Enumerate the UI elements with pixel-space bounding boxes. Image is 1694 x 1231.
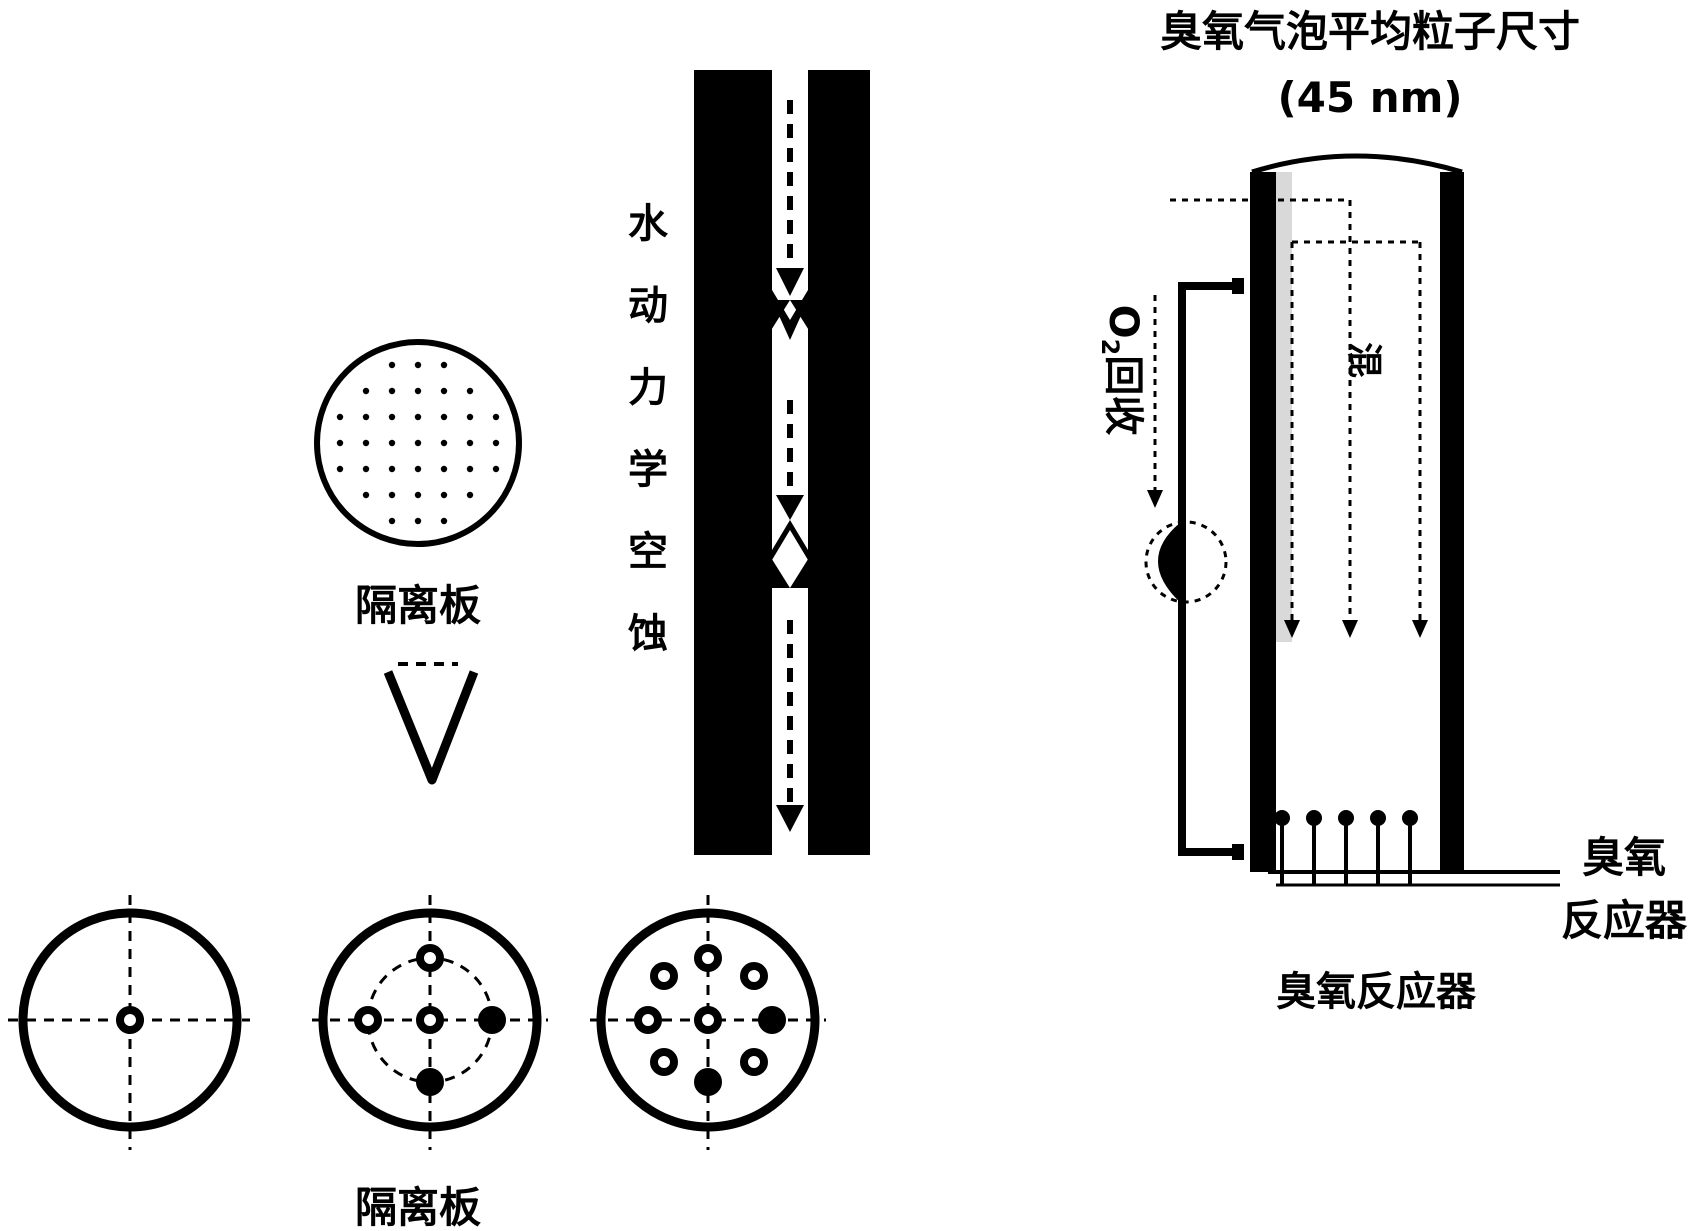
- plate-label-top: 隔离板: [355, 581, 481, 630]
- plate-dot: [414, 413, 422, 421]
- reactor-caption: 臭氧反应器: [1276, 969, 1477, 1015]
- o2-recovery-label: O2回收: [1096, 305, 1146, 436]
- reactor-side-label-1: 臭氧: [1582, 833, 1666, 882]
- plate-dot: [466, 413, 474, 421]
- plate-dot: [466, 491, 474, 499]
- cavitation-char: 学: [628, 447, 668, 493]
- plate-dot: [440, 517, 448, 525]
- plate-dot: [336, 439, 344, 447]
- plate-dot: [466, 465, 474, 473]
- plate-variant-five: [312, 895, 548, 1150]
- bubble-size-title: 臭氧气泡平均粒子尺寸: [1160, 7, 1580, 56]
- plate-dot: [492, 439, 500, 447]
- plate-dot: [440, 361, 448, 369]
- plate-dot-grid: [336, 361, 500, 525]
- plate-dot: [492, 413, 500, 421]
- plate-dot: [388, 387, 396, 395]
- plate-dot: [440, 413, 448, 421]
- plate-dot: [362, 413, 370, 421]
- diffuser-head: [1274, 810, 1290, 826]
- plate-funnel-icon: [383, 662, 479, 785]
- plate-label-bottom: 隔离板: [355, 1183, 481, 1231]
- cavitation-char: 空: [628, 529, 668, 575]
- bubble-size-value: (45 nm): [1277, 73, 1462, 122]
- cavitation-char: 动: [628, 283, 668, 329]
- plate-dot: [388, 465, 396, 473]
- plate-dot: [414, 361, 422, 369]
- plate-dot: [440, 491, 448, 499]
- reactor-inner-label: 混: [1343, 342, 1384, 378]
- cavitation-char: 力: [628, 365, 668, 411]
- plate-dot: [362, 439, 370, 447]
- cavitation-pipe: [694, 70, 870, 855]
- diffuser-head: [1370, 810, 1386, 826]
- diffuser-head: [1306, 810, 1322, 826]
- ozone-reactor: [1144, 153, 1560, 887]
- gas-diffusers: [1274, 810, 1418, 885]
- plate-dot: [388, 439, 396, 447]
- cavitation-label: 水 动 力 学 空 蚀: [626, 204, 670, 696]
- plate-variant-single: [8, 895, 250, 1150]
- plate-dot: [362, 387, 370, 395]
- plate-dot: [336, 413, 344, 421]
- plate-dot: [440, 387, 448, 395]
- plate-dot: [414, 387, 422, 395]
- reactor-side-label-2: 反应器: [1561, 896, 1688, 945]
- plate-dot: [414, 491, 422, 499]
- plate-dot: [362, 465, 370, 473]
- plate-dot: [414, 439, 422, 447]
- perforated-plate: [314, 339, 522, 547]
- plate-dot: [492, 465, 500, 473]
- plate-dot: [440, 465, 448, 473]
- plate-variant-nine: [590, 895, 826, 1150]
- plate-dot: [466, 387, 474, 395]
- cavitation-char: 水: [628, 201, 668, 247]
- plate-dot: [440, 439, 448, 447]
- diffuser-head: [1402, 810, 1418, 826]
- diffuser-head: [1338, 810, 1354, 826]
- cavitation-char: 蚀: [628, 611, 668, 657]
- plate-dot: [414, 465, 422, 473]
- plate-dot: [388, 517, 396, 525]
- plate-dot: [388, 413, 396, 421]
- plate-dot: [388, 361, 396, 369]
- plate-dot: [362, 491, 370, 499]
- plate-dot: [388, 491, 396, 499]
- plate-dot: [466, 439, 474, 447]
- plate-dot: [414, 517, 422, 525]
- plate-dot: [336, 465, 344, 473]
